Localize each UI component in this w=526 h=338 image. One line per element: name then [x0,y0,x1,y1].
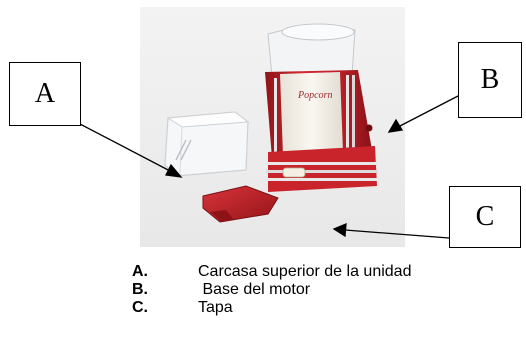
legend-text: Carcasa superior de la unidad [198,263,412,280]
callout-label-b: B [458,42,522,118]
legend-text: Base del motor [198,281,311,298]
red-lid [202,185,279,223]
legend-row-b: B. Base del motor [132,281,411,299]
legend-text: Tapa [198,299,233,316]
parts-legend: A. Carcasa superior de la unidad B. Base… [132,263,411,317]
legend-letter: B. [132,281,148,298]
legend-letter: C. [132,299,148,316]
clear-top-housing [164,111,250,177]
legend-row-c: C. Tapa [132,299,411,317]
brand-script: Popcorn [297,90,332,101]
callout-arrows [79,95,459,239]
legend-row-a: A. Carcasa superior de la unidad [132,263,411,281]
callout-label-a: A [9,62,81,126]
legend-letter: A. [132,263,148,280]
callout-label-c: C [449,186,521,248]
motor-base-unit: Popcorn [265,23,378,192]
